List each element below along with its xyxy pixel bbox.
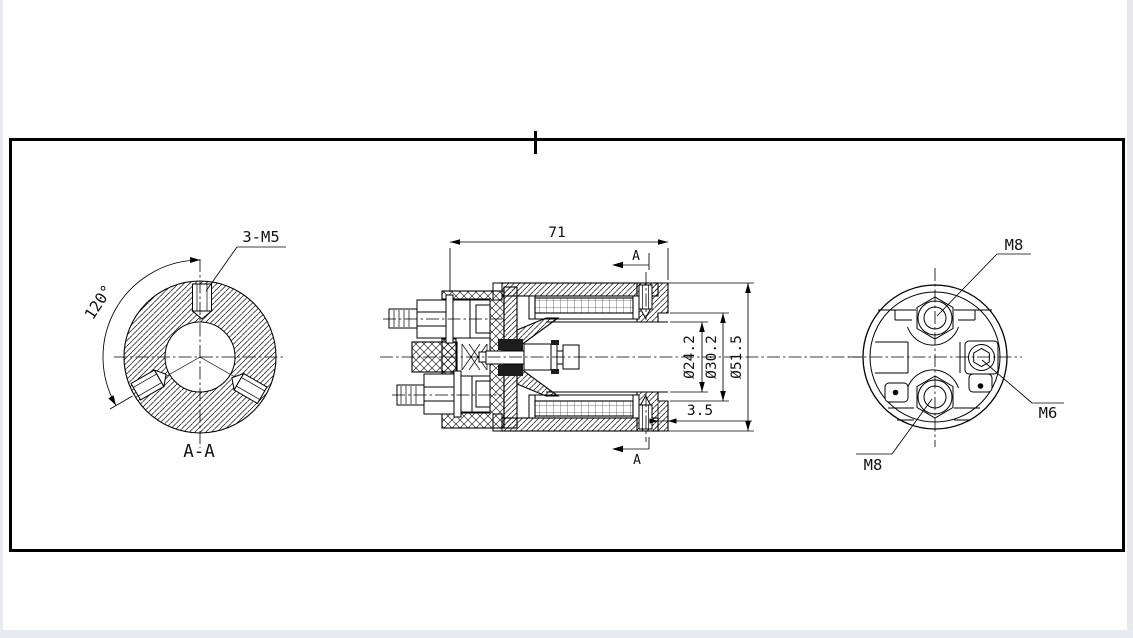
dim-bore-label: Ø24.2 [682, 335, 698, 379]
callout-m6: M6 [981, 359, 1064, 422]
rivet-tab-right [968, 373, 993, 393]
thread-callout-label: 3-M5 [242, 228, 279, 246]
dim-outer-label: Ø51.5 [729, 335, 745, 379]
shell-bottom [499, 417, 659, 432]
coil-top [534, 297, 634, 314]
viewer-edge-bottom [0, 630, 1133, 638]
drawing-frame [9, 131, 1125, 552]
rivet-tab-left [884, 382, 909, 403]
callout-m8-bottom: M8 [856, 398, 933, 474]
dim-recess: Ø30.2 [670, 312, 729, 402]
dim-depth-label: 3.5 [687, 403, 713, 419]
shell-top [499, 282, 659, 297]
hex-nut-bottom [423, 373, 456, 415]
section-view-a-a: 120° 3-M5 A-A [81, 228, 286, 462]
dim-outer: Ø51.5 [668, 282, 754, 432]
section-cut-top: A [612, 249, 650, 270]
terminal-top-label: M8 [1005, 236, 1024, 254]
dim-length-label: 71 [548, 225, 565, 241]
section-cut-label-bottom: A [633, 453, 641, 468]
dim-recess-label: Ø30.2 [704, 335, 720, 379]
dim-depth: 3.5 [649, 403, 752, 426]
section-cut-bottom: A [612, 437, 650, 468]
coil-bottom [534, 400, 634, 417]
dim-length: 71 [449, 225, 669, 292]
front-section-view: 71 Ø24.2 Ø30.2 [380, 225, 868, 468]
terminal-bottom-label: M8 [864, 456, 883, 474]
angle-label: 120° [81, 282, 116, 323]
dim-bore: Ø24.2 [670, 321, 708, 393]
callout-m8-top: M8 [936, 236, 1031, 317]
terminal-stud-bottom [396, 370, 491, 418]
screw-label: M6 [1039, 404, 1058, 422]
angle-dim-arc [102, 259, 201, 406]
viewer-edge-right [1127, 0, 1133, 638]
tapped-hole-slot [191, 283, 213, 320]
end-view: M8 M8 M6 [848, 236, 1064, 474]
viewer-edge-left [0, 0, 3, 638]
thread-callout-leader [205, 246, 238, 292]
section-title-label: A-A [183, 442, 215, 462]
section-cut-label-top: A [632, 249, 640, 264]
